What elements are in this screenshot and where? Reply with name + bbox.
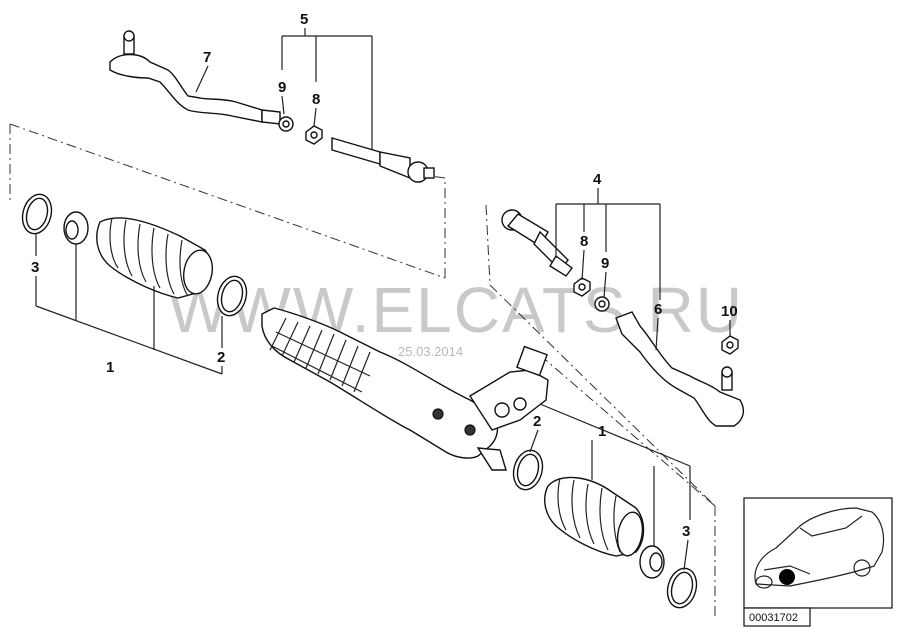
bushing-left xyxy=(63,211,89,245)
steering-gear-housing xyxy=(261,307,549,471)
callout-3-left: 3 xyxy=(31,259,39,276)
clamp-2-left xyxy=(216,275,248,317)
nut-9-right xyxy=(594,296,610,312)
clamp-3-left xyxy=(21,193,53,235)
bellows-boot-left xyxy=(96,217,214,299)
callout-9-top: 9 xyxy=(278,79,286,96)
reference-code: 00031702 xyxy=(749,612,798,624)
callout-1-left: 1 xyxy=(106,359,114,376)
callout-4: 4 xyxy=(593,171,602,188)
bushing-right xyxy=(639,545,665,579)
clamp-2-right xyxy=(512,449,544,491)
location-marker-icon xyxy=(779,569,795,585)
guide-lines xyxy=(9,123,716,620)
callout-6: 6 xyxy=(654,301,662,318)
callout-5: 5 xyxy=(300,11,308,28)
callout-labels: 5 7 9 8 3 1 2 4 8 9 6 10 2 1 3 xyxy=(31,11,738,540)
vehicle-location-inset: 00031702 xyxy=(743,497,893,627)
callout-10: 10 xyxy=(721,303,738,320)
callout-3-right: 3 xyxy=(682,523,690,540)
callout-7: 7 xyxy=(203,49,211,66)
clamp-3-right xyxy=(666,567,698,609)
callout-2-right: 2 xyxy=(533,413,541,430)
leader-lines xyxy=(35,28,731,571)
tie-rod-inner-right xyxy=(501,209,573,277)
watermark-date: 25.03.2014 xyxy=(398,344,463,359)
callout-8-top: 8 xyxy=(312,91,320,108)
callout-1-right: 1 xyxy=(598,423,606,440)
callout-2-left: 2 xyxy=(217,349,225,366)
tie-rod-inner-top xyxy=(331,137,435,183)
nut-10 xyxy=(721,335,739,355)
callout-8-right: 8 xyxy=(580,233,588,250)
bellows-boot-right xyxy=(544,476,645,557)
lock-nut-8-top xyxy=(305,125,323,145)
callout-9-right: 9 xyxy=(601,255,609,272)
tie-rod-end-left xyxy=(109,30,281,125)
tie-rod-end-right xyxy=(615,311,745,427)
nut-9-top xyxy=(278,116,294,132)
